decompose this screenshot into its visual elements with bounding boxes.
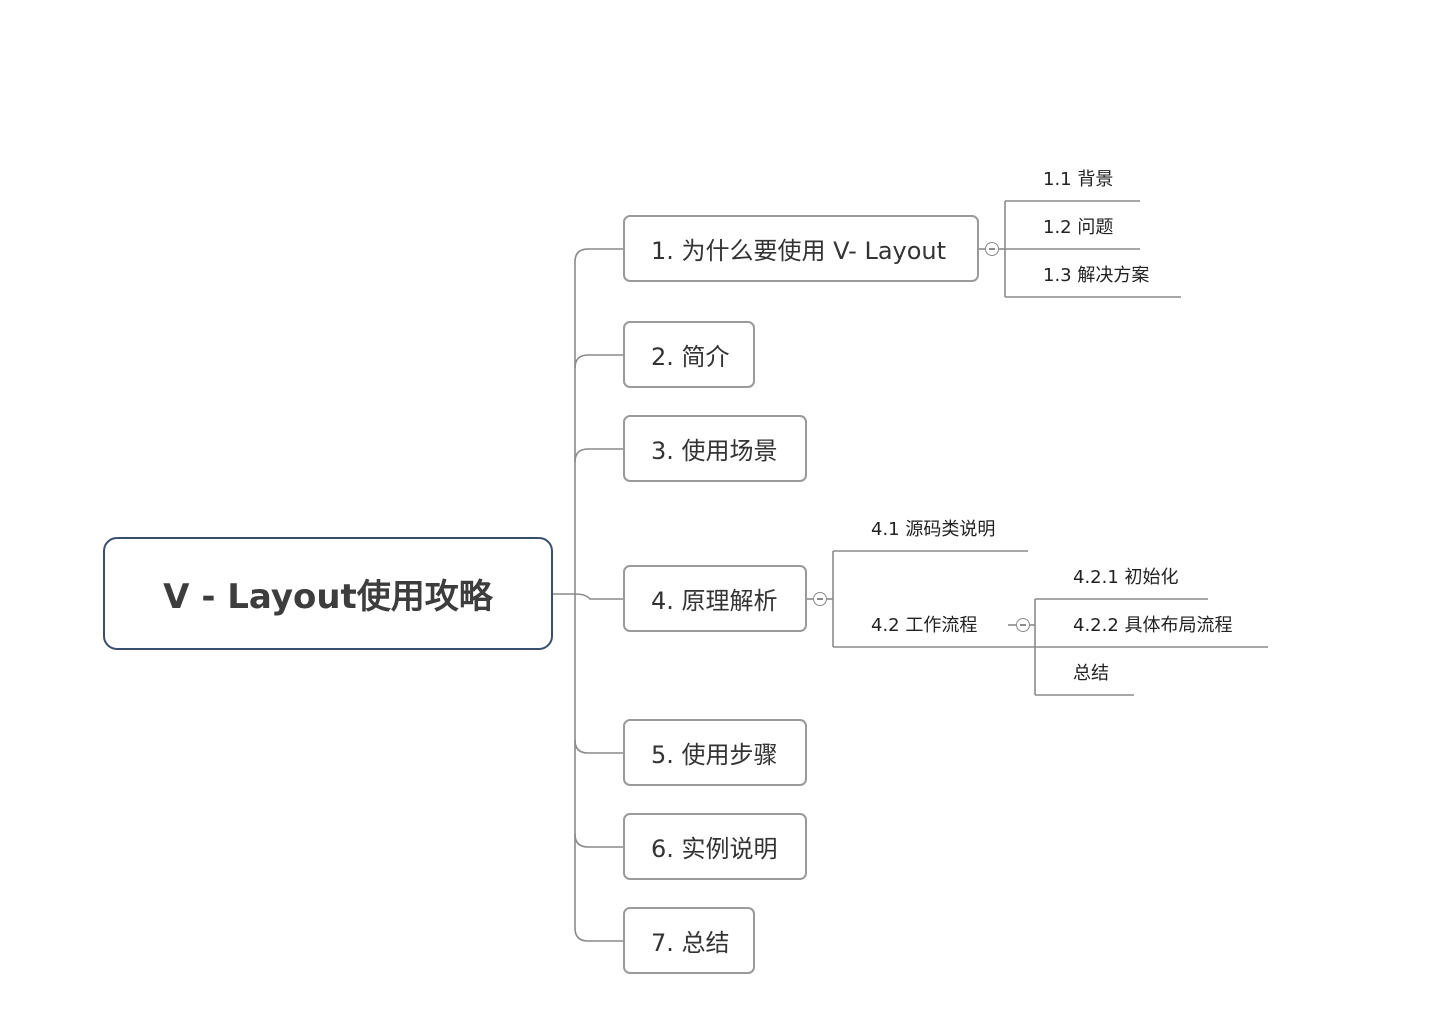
subtopic-4-2-1[interactable]: 4.2.1 初始化 xyxy=(1073,567,1179,588)
branch-topic-label: 6. 实例说明 xyxy=(651,835,778,863)
connector-branch-4 xyxy=(574,593,623,600)
branch-topic-6[interactable]: 6. 实例说明 xyxy=(623,813,807,880)
subtopic-4-2-3[interactable]: 总结 xyxy=(1073,663,1109,684)
branch-topic-5[interactable]: 5. 使用步骤 xyxy=(623,719,807,786)
branch-topic-label: 2. 简介 xyxy=(651,343,730,371)
connector-branch-7 xyxy=(574,927,623,942)
branch-topic-7[interactable]: 7. 总结 xyxy=(623,907,755,974)
subtopic-1-2[interactable]: 1.2 问题 xyxy=(1043,217,1114,238)
subtopic-4-2-2[interactable]: 4.2.2 具体布局流程 xyxy=(1073,615,1233,636)
connector-branch-1 xyxy=(574,248,623,263)
branch-topic-4[interactable]: 4. 原理解析 xyxy=(623,565,807,632)
collapse-minus-icon[interactable] xyxy=(813,592,827,606)
branch-topic-label: 1. 为什么要使用 V- Layout xyxy=(651,237,947,265)
root-topic-label: V - Layout使用攻略 xyxy=(163,577,493,617)
connector-branch-5 xyxy=(574,739,623,754)
root-topic[interactable]: V - Layout使用攻略 xyxy=(103,537,553,650)
branch-topic-2[interactable]: 2. 简介 xyxy=(623,321,755,388)
branch-topic-label: 3. 使用场景 xyxy=(651,437,778,465)
connector-branch-6 xyxy=(574,833,623,848)
branch-topic-1[interactable]: 1. 为什么要使用 V- Layout xyxy=(623,215,979,282)
branch-topic-label: 4. 原理解析 xyxy=(651,587,778,615)
subtopic-4-1[interactable]: 4.1 源码类说明 xyxy=(871,519,996,540)
branch-topic-3[interactable]: 3. 使用场景 xyxy=(623,415,807,482)
connector-branch-2 xyxy=(574,354,623,369)
collapse-minus-icon[interactable] xyxy=(1016,618,1030,632)
collapse-minus-icon[interactable] xyxy=(985,242,999,256)
subtopic-1-1[interactable]: 1.1 背景 xyxy=(1043,169,1114,190)
subtopic-4-2[interactable]: 4.2 工作流程 xyxy=(871,615,978,636)
subtopic-1-3[interactable]: 1.3 解决方案 xyxy=(1043,265,1150,286)
branch-topic-label: 7. 总结 xyxy=(651,929,730,957)
branch-topic-label: 5. 使用步骤 xyxy=(651,741,778,769)
connector-branch-3 xyxy=(574,448,623,463)
